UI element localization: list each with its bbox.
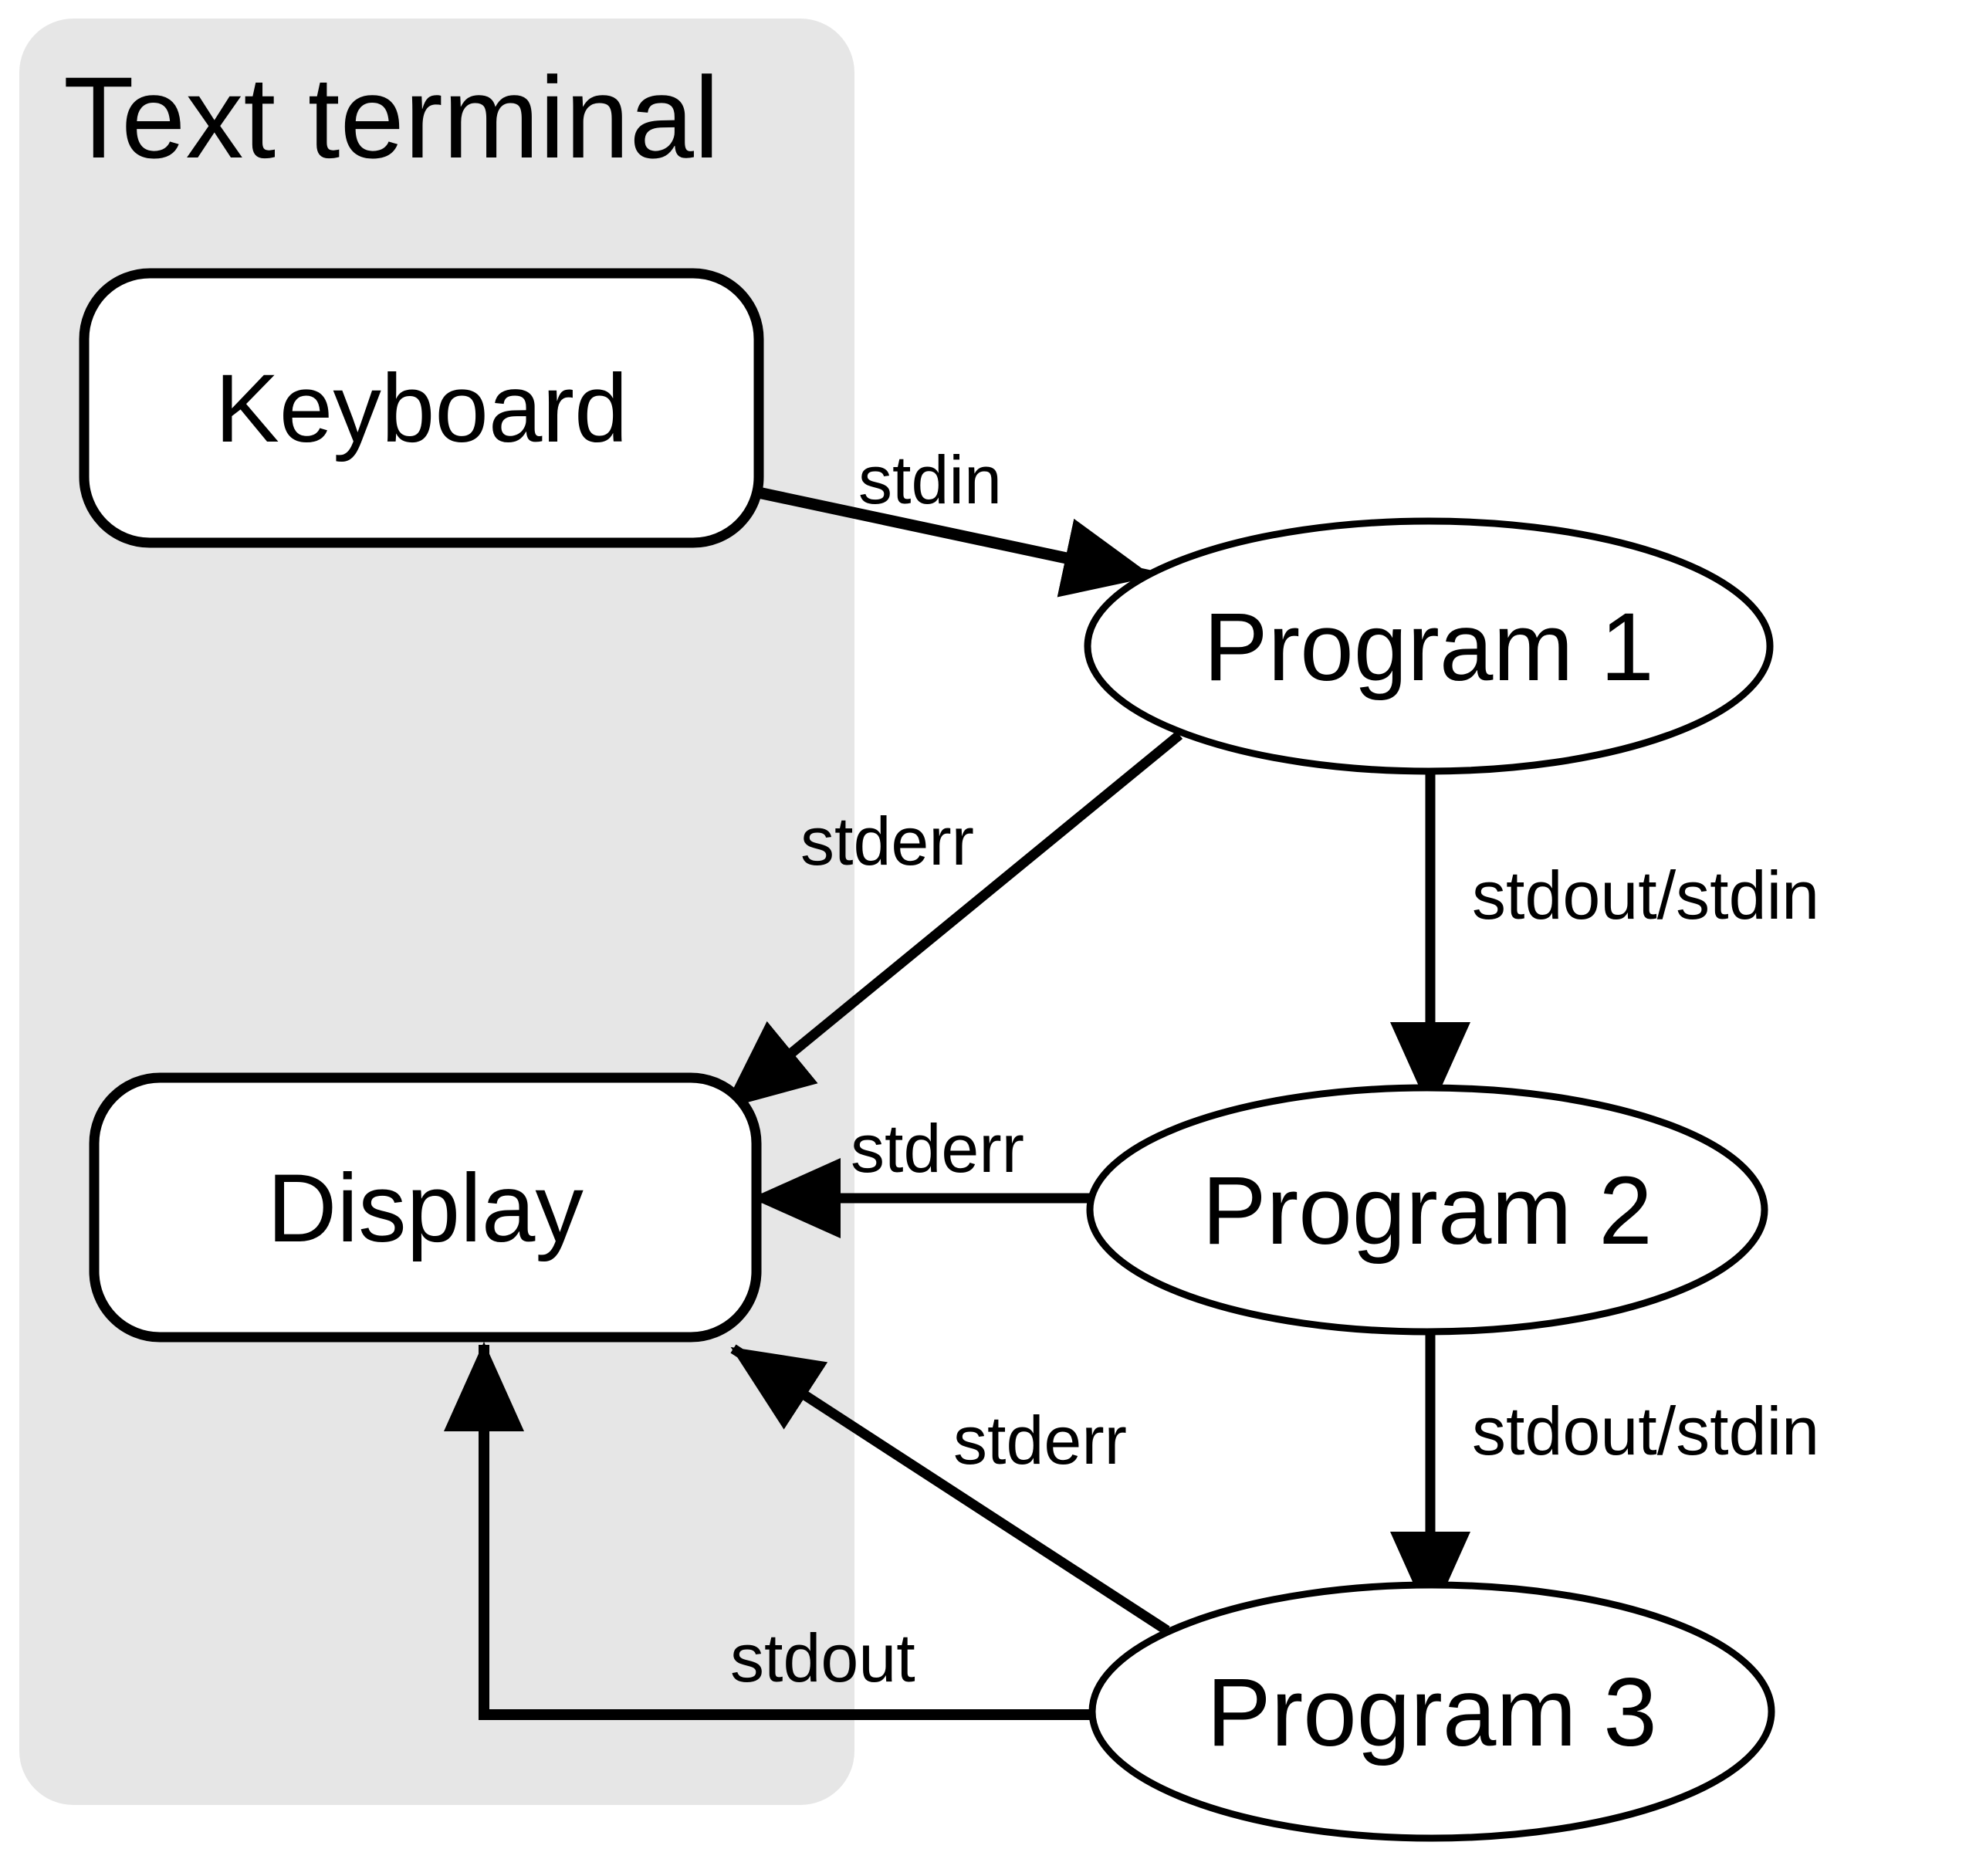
edge-label-stderr-program3: stderr: [953, 1402, 1127, 1478]
program2-node: [1086, 1084, 1768, 1336]
edge-label-stderr-program2: stderr: [851, 1110, 1024, 1187]
text-terminal-title: Text terminal: [63, 52, 719, 182]
keyboard-label: Keyboard: [215, 355, 628, 462]
program2-label: Program 2: [1202, 1157, 1653, 1265]
edge-stdout-program3: [444, 1342, 1092, 1720]
keyboard-node: [79, 268, 764, 548]
program3-node: [1088, 1581, 1775, 1842]
program1-node: [1084, 517, 1774, 775]
edge-stderr-program1: [722, 730, 1183, 1112]
program1-label: Program 1: [1203, 594, 1654, 701]
display-label: Display: [267, 1155, 584, 1262]
edge-stdin: [739, 483, 1153, 598]
edge-label-stdout-stdin-1: stdout/stdin: [1472, 857, 1819, 933]
display-node: [89, 1072, 762, 1343]
edge-stderr-program3: [730, 1344, 1170, 1635]
edge-label-stdout-program3: stdout: [730, 1620, 915, 1696]
edge-label-stderr-program1: stderr: [800, 803, 974, 879]
edge-label-stdin: stdin: [858, 442, 1002, 518]
edge-label-stdout-stdin-2: stdout/stdin: [1472, 1393, 1819, 1469]
program3-label: Program 3: [1206, 1659, 1657, 1766]
